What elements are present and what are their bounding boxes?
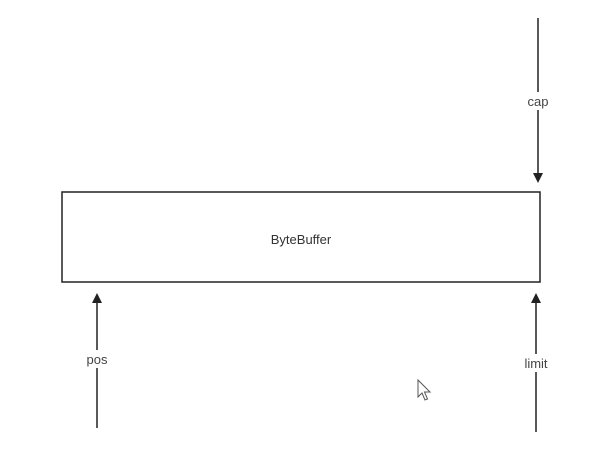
limit-label-bg [518,354,554,372]
bytebuffer-label: ByteBuffer [271,232,332,247]
cap-label-bg [522,92,554,110]
limit-label: limit [524,356,547,371]
bytebuffer-box [61,191,541,283]
mouse-pointer-icon [417,378,432,401]
cap-label: cap [528,94,549,109]
pos-label: pos [87,352,108,367]
pos-label-bg [82,350,112,368]
